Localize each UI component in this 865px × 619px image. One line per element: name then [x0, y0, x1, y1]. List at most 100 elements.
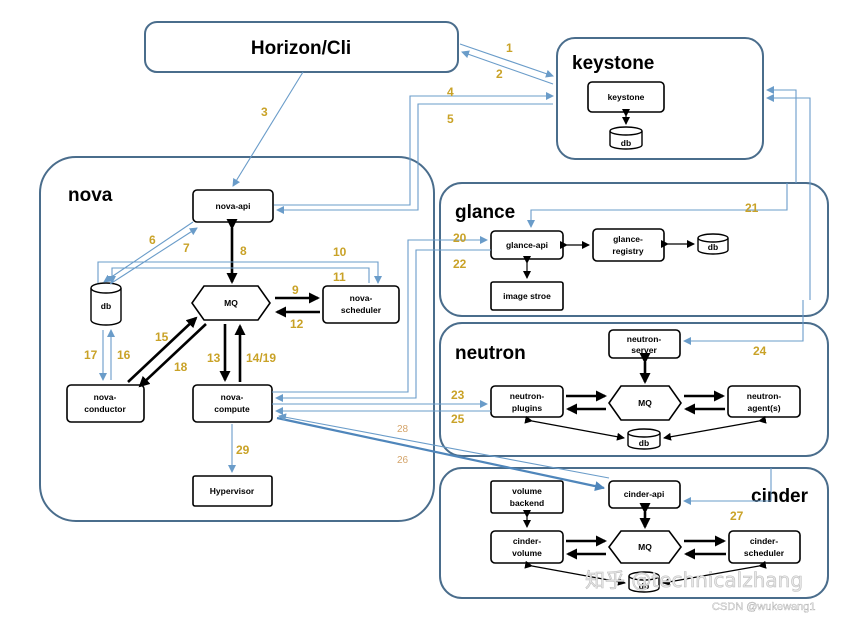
step-24: 24	[753, 344, 767, 358]
flow-24	[683, 300, 804, 345]
hypervisor-label: Hypervisor	[210, 486, 255, 496]
neutron-mq-label: MQ	[638, 398, 652, 408]
neutron-agents-label-2: agent(s)	[747, 403, 780, 413]
step-17: 17	[84, 348, 98, 362]
neutron-db-label: db	[639, 438, 649, 448]
cinder-mq-label: MQ	[638, 542, 652, 552]
nova-conductor-box	[66, 384, 145, 423]
nova-mq-label: MQ	[224, 298, 238, 308]
flow-21	[527, 183, 788, 228]
glance-api-label: glance-api	[506, 240, 548, 250]
step-27: 27	[730, 509, 744, 523]
nova-scheduler-label-1: nova-	[350, 293, 373, 303]
nova-conductor-label-1: nova-	[94, 392, 117, 402]
glance-registry-label-1: glance-	[613, 234, 643, 244]
neutron-server-label-1: neutron-	[627, 334, 662, 344]
glance-title: glance	[455, 202, 515, 223]
glance-db-label: db	[708, 242, 718, 252]
step-5: 5	[447, 112, 454, 126]
step-12: 12	[290, 317, 304, 331]
nova-db	[90, 282, 122, 326]
cinder-volume-label-2: volume	[512, 548, 542, 558]
mq-to-conductor-link	[138, 323, 207, 388]
step-2: 2	[496, 67, 503, 81]
glance-registry-label-2: registry	[612, 246, 643, 256]
nova-mq	[191, 285, 271, 321]
step-23: 23	[451, 388, 465, 402]
flow-1	[459, 43, 554, 78]
step-1: 1	[506, 41, 513, 55]
step-7: 7	[183, 241, 190, 255]
neutron-plugins-label-2: plugins	[512, 403, 542, 413]
flow-22	[275, 249, 491, 402]
flow-27	[683, 468, 772, 505]
nova-title: nova	[68, 185, 113, 206]
image-store-label: image stroe	[503, 291, 551, 301]
nova-conductor-label-2: conductor	[84, 404, 126, 414]
flow-10	[97, 261, 382, 284]
step-10: 10	[333, 245, 347, 259]
flow-4	[274, 92, 554, 206]
flow-20	[272, 236, 488, 393]
step-13: 13	[207, 351, 221, 365]
step-22: 22	[453, 257, 467, 271]
horizon-title: Horizon/Cli	[251, 38, 351, 59]
step-3: 3	[261, 105, 268, 119]
neutron-title: neutron	[455, 343, 526, 364]
agents-db-link	[663, 415, 767, 441]
glance-db	[697, 233, 729, 255]
step-14-19: 14/19	[246, 351, 276, 365]
flow-2	[461, 50, 554, 85]
neutron-server-label-2: server	[631, 345, 657, 355]
keystone-title: keystone	[572, 53, 654, 74]
cinder-scheduler-label-1: cinder-	[750, 536, 779, 546]
keystone-db-label: db	[621, 138, 631, 148]
neutron-db	[627, 428, 661, 450]
horizon-panel	[144, 21, 459, 73]
cinder-title: cinder	[751, 486, 809, 507]
flow-keystone-return-1	[766, 86, 797, 183]
flow-5	[276, 103, 553, 214]
step-29: 29	[236, 443, 250, 457]
step-9: 9	[292, 283, 299, 297]
cinder-db-label: db	[639, 581, 649, 591]
nova-api-label: nova-api	[216, 201, 251, 211]
flow-3	[232, 71, 304, 187]
step-8: 8	[240, 244, 247, 258]
cinder-volume-label-1: cinder-	[513, 536, 542, 546]
cinder-api-label: cinder-api	[624, 489, 665, 499]
step-4: 4	[447, 85, 454, 99]
flow-6	[103, 221, 194, 283]
volume-backend-label-1: volume	[512, 486, 542, 496]
step-21: 21	[745, 201, 759, 215]
step-25: 25	[451, 412, 465, 426]
step-6: 6	[149, 233, 156, 247]
keystone-label: keystone	[608, 92, 645, 102]
conductor-to-mq-link	[127, 316, 198, 383]
flow-7	[109, 227, 198, 285]
flow-28	[278, 413, 610, 479]
step-26: 26	[397, 455, 409, 466]
step-11: 11	[333, 270, 346, 284]
volume-backend-label-2: backend	[510, 498, 545, 508]
nova-db-label: db	[101, 301, 111, 311]
cinder-volume-db-link	[524, 560, 626, 586]
neutron-plugins-label-1: neutron-	[510, 391, 545, 401]
flow-26	[276, 416, 605, 492]
step-16: 16	[117, 348, 131, 362]
keystone-db	[609, 126, 643, 150]
step-18: 18	[174, 360, 188, 374]
flow-keystone-return-2	[766, 94, 811, 300]
nova-scheduler-label-2: scheduler	[341, 305, 382, 315]
image-store-box	[490, 281, 564, 311]
cinder-scheduler-label-2: scheduler	[744, 548, 785, 558]
csdn-watermark: CSDN @wukewang1	[712, 601, 816, 613]
nova-compute-label-2: compute	[214, 404, 250, 414]
step-28: 28	[397, 424, 409, 435]
plugins-db-link	[524, 415, 625, 441]
step-20: 20	[453, 231, 467, 245]
hypervisor-box	[192, 475, 273, 507]
cinder-db	[628, 571, 660, 593]
cinder-scheduler-db-link	[662, 560, 767, 586]
